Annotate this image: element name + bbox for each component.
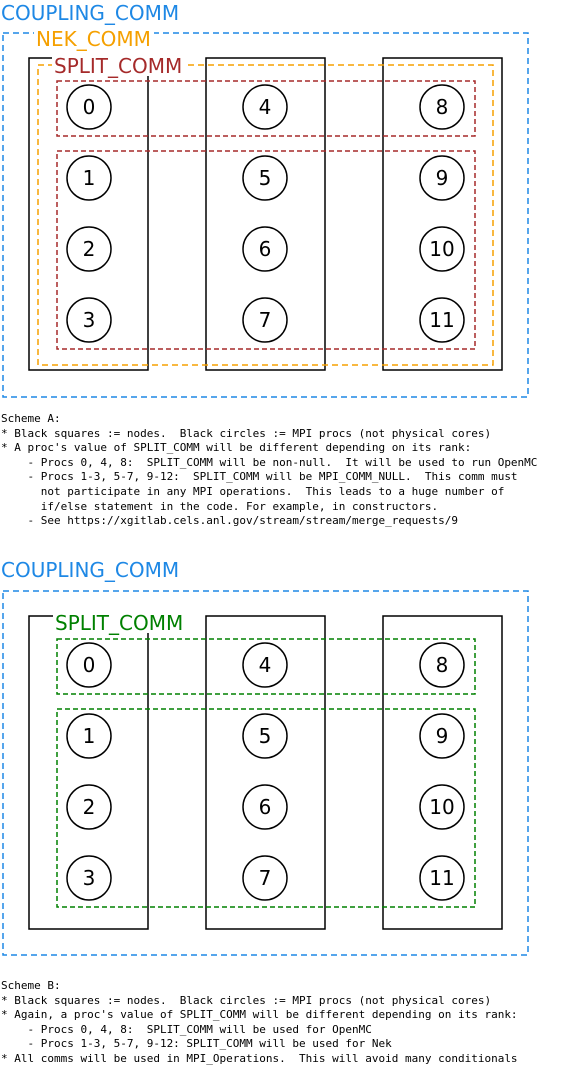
- nek-comm-label: NEK_COMM: [36, 27, 151, 51]
- proc-8-label: 8: [436, 653, 449, 677]
- caption-line: Scheme A:: [1, 412, 61, 425]
- caption-line: * Again, a proc's value of SPLIT_COMM wi…: [1, 1008, 518, 1022]
- caption-line: * All comms will be used in MPI_Operatio…: [1, 1051, 518, 1065]
- proc-6: 6: [242, 226, 288, 272]
- proc-4-label: 4: [259, 95, 272, 119]
- split-comm-group-top: [56, 638, 476, 695]
- split-comm-label-bg: [53, 611, 187, 633]
- proc-6-label: 6: [259, 237, 272, 261]
- proc-6-label: 6: [259, 795, 272, 819]
- proc-2-label: 2: [83, 237, 96, 261]
- proc-10: 10: [419, 784, 465, 830]
- caption-line: if/else statement in the code. For examp…: [1, 499, 439, 513]
- proc-2-label: 2: [83, 795, 96, 819]
- coupling-comm-boundary: [2, 590, 529, 956]
- proc-9: 9: [419, 713, 465, 759]
- proc-7-label: 7: [259, 308, 272, 332]
- proc-9: 9: [419, 155, 465, 201]
- proc-0-label: 0: [83, 95, 96, 119]
- proc-11-label: 11: [429, 866, 454, 890]
- split-comm-group-top: [56, 80, 476, 137]
- proc-8: 8: [419, 84, 465, 130]
- proc-3: 3: [66, 855, 112, 901]
- proc-4: 4: [242, 642, 288, 688]
- proc-1: 1: [66, 155, 112, 201]
- proc-2: 2: [66, 784, 112, 830]
- proc-1: 1: [66, 713, 112, 759]
- split-comm-label: SPLIT_COMM: [55, 611, 183, 635]
- node-box-3: [382, 615, 503, 930]
- proc-11-label: 11: [429, 308, 454, 332]
- proc-0: 0: [66, 84, 112, 130]
- caption-line: - Procs 0, 4, 8: SPLIT_COMM will be non-…: [1, 455, 538, 469]
- proc-7: 7: [242, 297, 288, 343]
- caption-line: - Procs 0, 4, 8: SPLIT_COMM will be used…: [1, 1022, 372, 1036]
- proc-10-label: 10: [429, 237, 454, 261]
- nek-comm-label-bg: [34, 28, 154, 50]
- split-comm-group-bottom: [56, 708, 476, 908]
- proc-0: 0: [66, 642, 112, 688]
- proc-5-label: 5: [259, 724, 272, 748]
- caption-line: - Procs 1-3, 5-7, 9-12: SPLIT_COMM will …: [1, 470, 518, 484]
- proc-8-label: 8: [436, 95, 449, 119]
- proc-5: 5: [242, 713, 288, 759]
- split-comm-label: SPLIT_COMM: [54, 54, 182, 78]
- proc-7-label: 7: [259, 866, 272, 890]
- scheme-b-caption: Scheme B:* Black squares := nodes. Black…: [1, 979, 581, 1067]
- proc-3: 3: [66, 297, 112, 343]
- scheme-b-diagram: COUPLING_COMM SPLIT_COMM 0 1 2 3 4 5 6 7…: [1, 558, 529, 956]
- caption-line: * Black squares := nodes. Black circles …: [1, 993, 492, 1007]
- caption-line: Scheme B:: [1, 979, 61, 992]
- coupling-comm-label: COUPLING_COMM: [1, 1, 179, 25]
- caption-line: - Procs 1-3, 5-7, 9-12: SPLIT_COMM will …: [1, 1037, 392, 1051]
- caption-line: * A proc's value of SPLIT_COMM will be d…: [1, 441, 472, 455]
- caption-line: not participate in any MPI operations. T…: [1, 484, 505, 498]
- coupling-comm-boundary: [2, 32, 529, 398]
- split-comm-group-bottom: [56, 150, 476, 350]
- scheme-a-diagram: COUPLING_COMM NEK_COMM SPLIT_COMM 0 1 2 …: [1, 1, 529, 398]
- proc-5: 5: [242, 155, 288, 201]
- proc-9-label: 9: [436, 724, 449, 748]
- caption-line: * Black squares := nodes. Black circles …: [1, 426, 492, 440]
- scheme-a-caption: Scheme A:* Black squares := nodes. Black…: [1, 412, 581, 529]
- split-comm-label-bg: [52, 54, 186, 76]
- coupling-comm-label: COUPLING_COMM: [1, 558, 179, 582]
- nek-comm-boundary: [37, 64, 494, 366]
- proc-10-label: 10: [429, 795, 454, 819]
- proc-6: 6: [242, 784, 288, 830]
- caption-line: - See https://xgitlab.cels.anl.gov/strea…: [1, 514, 458, 528]
- proc-5-label: 5: [259, 166, 272, 190]
- proc-1-label: 1: [83, 166, 96, 190]
- proc-10: 10: [419, 226, 465, 272]
- proc-4: 4: [242, 84, 288, 130]
- proc-11: 11: [419, 855, 465, 901]
- proc-0-label: 0: [83, 653, 96, 677]
- proc-2: 2: [66, 226, 112, 272]
- node-box-2: [205, 615, 326, 930]
- proc-4-label: 4: [259, 653, 272, 677]
- proc-8: 8: [419, 642, 465, 688]
- proc-3-label: 3: [83, 308, 96, 332]
- node-box-2: [205, 57, 326, 371]
- node-box-3: [382, 57, 503, 371]
- proc-7: 7: [242, 855, 288, 901]
- proc-3-label: 3: [83, 866, 96, 890]
- proc-11: 11: [419, 297, 465, 343]
- proc-1-label: 1: [83, 724, 96, 748]
- proc-9-label: 9: [436, 166, 449, 190]
